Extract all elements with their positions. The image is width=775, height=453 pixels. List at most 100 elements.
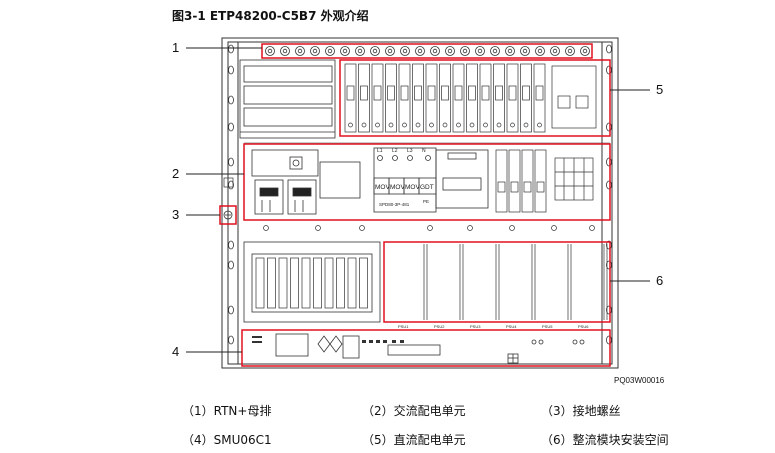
busbar-bolt <box>430 46 440 56</box>
busbar-bolt-center <box>372 48 378 54</box>
legend-item-2: （2）交流配电单元 <box>362 402 466 419</box>
dc-breaker-terminal <box>429 122 434 128</box>
busbar-bolt <box>370 46 380 56</box>
pe-label: PE <box>423 199 429 204</box>
busbar-bolt <box>340 46 350 56</box>
dc-distribution-unit <box>339 59 611 137</box>
ac-small-breaker <box>521 149 534 213</box>
rtn-busbar <box>261 43 593 59</box>
busbar-bolt <box>385 46 395 56</box>
dc-breaker-terminal <box>361 122 367 128</box>
spd-model-label: SPD80-3P-481 <box>379 202 410 207</box>
busbar-bolt <box>580 46 590 56</box>
legend-item-6: （6）整流模块安装空间 <box>541 431 669 448</box>
dc-breaker-terminal <box>375 122 380 128</box>
dc-breaker-handle <box>346 85 355 101</box>
busbar-bolt <box>445 46 455 56</box>
dc-breaker-handle <box>387 85 395 101</box>
dc-breaker-handle <box>468 85 476 101</box>
ac-small-breaker <box>534 149 547 213</box>
filler-slat <box>267 257 276 309</box>
spd-phase-label: L1 <box>377 148 383 154</box>
callout-5: 5 <box>656 82 664 97</box>
ac-small-breaker <box>508 149 521 213</box>
psu-slot-label: PSU3 <box>470 324 481 329</box>
dc-breaker <box>398 63 411 133</box>
left-filler-panel <box>243 241 381 323</box>
dc-breaker-handle <box>522 85 530 101</box>
dc-breaker-handle <box>535 85 544 101</box>
spd-module-label: MOV <box>390 184 405 191</box>
shelf-screws <box>263 225 595 231</box>
dc-breaker <box>358 63 370 133</box>
dc-main-handle <box>557 95 571 109</box>
busbar-bolt <box>520 46 530 56</box>
busbar-bolt-center <box>582 48 588 54</box>
dc-breaker-handle <box>400 85 409 101</box>
filler-slat <box>313 257 322 309</box>
figure-code: PQ03W00016 <box>614 376 665 385</box>
busbar-bolt-center <box>447 48 453 54</box>
dc-breaker-terminal <box>402 122 407 128</box>
filler-slat <box>347 257 357 309</box>
dc-breaker-handle <box>414 85 422 101</box>
legend-item-5: （5）直流配电单元 <box>362 431 466 448</box>
dc-breaker-handle <box>454 85 463 101</box>
busbar-bolt <box>295 46 305 56</box>
busbar-bolt-center <box>432 48 438 54</box>
legend-num: （1） <box>182 404 214 418</box>
ac-small-breaker-handle <box>523 181 532 193</box>
callout-2: 2 <box>172 166 180 181</box>
busbar-bolt <box>265 46 275 56</box>
spd-phase-label: N <box>422 148 426 154</box>
dc-main-handle <box>575 95 589 109</box>
dc-breaker <box>466 63 478 133</box>
spd-module-label: GDT <box>420 184 434 191</box>
busbar-bolt-center <box>402 48 408 54</box>
busbar-bolt-center <box>522 48 528 54</box>
busbar-bolt-center <box>492 48 498 54</box>
legend-text: SMU06C1 <box>213 433 272 447</box>
ac-small-breaker-handle <box>510 181 519 193</box>
dc-breaker-terminal <box>442 122 448 128</box>
callout-3: 3 <box>172 207 180 222</box>
legend-num: （6） <box>541 433 573 447</box>
psu-slot-label: PSU6 <box>578 324 589 329</box>
spd-phase-label: L2 <box>392 148 398 154</box>
busbar-bolt-center <box>312 48 318 54</box>
spd-phase-label: L3 <box>407 148 413 154</box>
dc-breaker-handle <box>481 85 490 101</box>
busbar-bolt <box>490 46 500 56</box>
busbar-bolt <box>355 46 365 56</box>
dc-breaker-terminal <box>348 122 353 128</box>
busbar-bolt-center <box>567 48 573 54</box>
legend-text: 交流配电单元 <box>393 404 466 418</box>
spd-module-label: MOV <box>405 184 420 191</box>
dc-breaker <box>506 63 519 133</box>
legend-num: （3） <box>541 404 573 418</box>
legend-item-4: （4）SMU06C1 <box>182 431 272 448</box>
upper-left-panel <box>239 59 336 139</box>
busbar-bolt-center <box>297 48 303 54</box>
dc-breaker-handle <box>508 85 517 101</box>
busbar-bolt-center <box>477 48 483 54</box>
dc-breaker-terminal <box>496 122 502 128</box>
filler-slat <box>278 257 288 309</box>
dc-breaker-terminal <box>415 122 421 128</box>
dc-breaker <box>371 63 384 133</box>
smu06c1-unit <box>241 329 611 367</box>
busbar-bolt-center <box>282 48 288 54</box>
figure-title: 图3-1 ETP48200-C5B7 外观介绍 <box>172 9 369 23</box>
dc-breaker <box>479 63 492 133</box>
dc-breaker-handle <box>495 85 503 101</box>
dc-breaker <box>452 63 465 133</box>
legend-item-1: （1）RTN+母排 <box>182 402 271 419</box>
cabinet-frame <box>221 37 619 369</box>
ac-small-breaker-handle <box>536 181 545 193</box>
filler-slat <box>255 257 265 309</box>
callout-4: 4 <box>172 344 180 359</box>
busbar-bolt-center <box>537 48 543 54</box>
callout-6: 6 <box>656 273 664 288</box>
legend-text: 整流模块安装空间 <box>572 433 669 447</box>
legend-num: （2） <box>362 404 394 418</box>
